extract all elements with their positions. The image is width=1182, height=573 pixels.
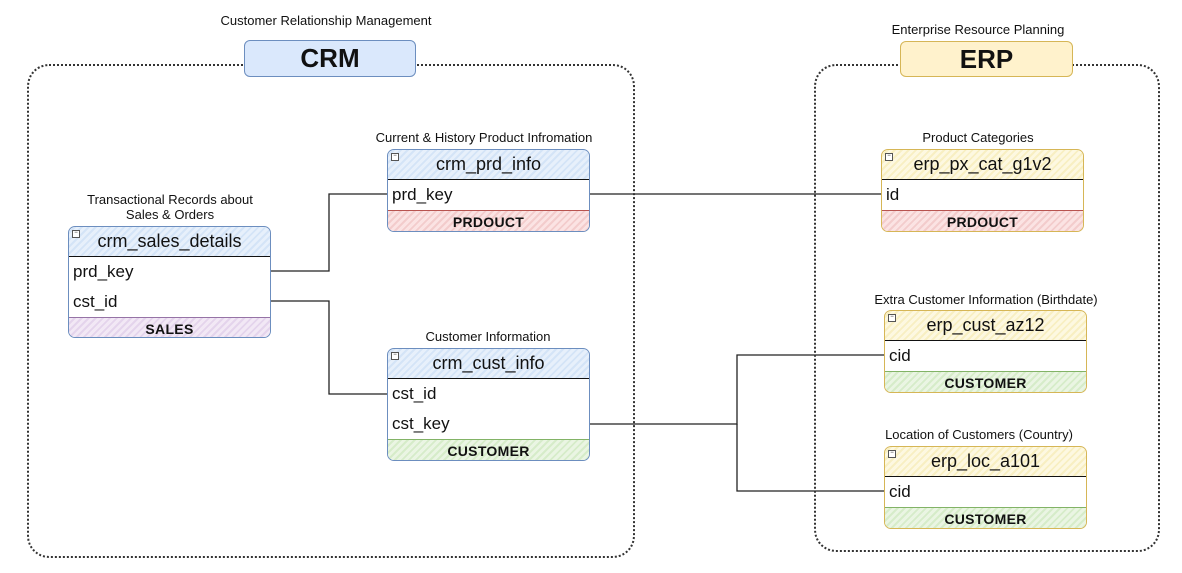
collapse-icon[interactable]: − — [72, 230, 80, 238]
table-name: crm_sales_details — [97, 231, 242, 251]
table-name: erp_cust_az12 — [926, 315, 1045, 335]
collapse-icon[interactable]: − — [391, 352, 399, 360]
link-sales-prd — [271, 193, 388, 272]
table-title: − crm_sales_details — [69, 227, 270, 257]
table-crm-sales-details[interactable]: − crm_sales_details prd_key cst_id SALES — [68, 226, 271, 338]
table-name: crm_cust_info — [432, 353, 545, 373]
table-name: erp_loc_a101 — [930, 451, 1041, 471]
sales-caption: Transactional Records about Sales & Orde… — [60, 192, 280, 222]
pxcat-caption: Product Categories — [922, 130, 1034, 145]
field-row[interactable]: cid — [889, 346, 911, 365]
crm-label: CRM — [300, 43, 360, 73]
prd-caption: Current & History Product Infromation — [375, 130, 593, 145]
field-row[interactable]: cid — [889, 482, 911, 501]
field-row[interactable]: id — [886, 185, 900, 204]
collapse-icon[interactable]: − — [391, 153, 399, 161]
field-row[interactable]: cst_id — [73, 292, 118, 311]
table-tag: CUSTOMER — [885, 507, 1086, 528]
collapse-icon[interactable]: − — [888, 450, 896, 458]
field-row[interactable]: prd_key — [73, 262, 134, 281]
link-cust-loc — [736, 424, 884, 492]
erp-caption: Enterprise Resource Planning — [891, 22, 1065, 37]
table-tag: CUSTOMER — [885, 371, 1086, 392]
table-name: crm_prd_info — [435, 154, 542, 174]
link-sales-cust — [271, 300, 388, 395]
field-row[interactable]: cst_id — [392, 384, 437, 403]
table-erp-cust-az12[interactable]: − erp_cust_az12 cid CUSTOMER — [884, 310, 1087, 393]
table-title: − crm_cust_info — [388, 349, 589, 379]
table-tag: PRDOUCT — [882, 210, 1083, 231]
sales-caption-line2: Sales & Orders — [125, 207, 215, 222]
table-erp-px-cat-g1v2[interactable]: − erp_px_cat_g1v2 id PRDOUCT — [881, 149, 1084, 232]
loc-caption: Location of Customers (Country) — [885, 427, 1073, 442]
table-erp-loc-a101[interactable]: − erp_loc_a101 cid CUSTOMER — [884, 446, 1087, 529]
custaz-caption: Extra Customer Information (Birthdate) — [874, 292, 1098, 307]
erp-label: ERP — [959, 43, 1014, 74]
erp-header: ERP — [900, 41, 1073, 77]
crm-header: CRM — [244, 40, 416, 77]
table-crm-cust-info[interactable]: − crm_cust_info cst_id cst_key CUSTOMER — [387, 348, 590, 461]
crm-caption: Customer Relationship Management — [220, 13, 432, 28]
table-title: − erp_px_cat_g1v2 — [882, 150, 1083, 180]
table-tag: SALES — [69, 317, 270, 337]
table-title: − erp_cust_az12 — [885, 311, 1086, 341]
table-crm-prd-info[interactable]: − crm_prd_info prd_key PRDOUCT — [387, 149, 590, 232]
sales-caption-line1: Transactional Records about — [87, 192, 253, 207]
table-name: erp_px_cat_g1v2 — [913, 154, 1052, 174]
field-row[interactable]: cst_key — [392, 414, 450, 433]
link-cust-custaz — [590, 354, 884, 425]
field-row[interactable]: prd_key — [392, 185, 453, 204]
table-title: − erp_loc_a101 — [885, 447, 1086, 477]
table-tag: PRDOUCT — [388, 210, 589, 231]
cust-caption: Customer Information — [425, 329, 551, 344]
collapse-icon[interactable]: − — [885, 153, 893, 161]
table-tag: CUSTOMER — [388, 439, 589, 460]
table-title: − crm_prd_info — [388, 150, 589, 180]
collapse-icon[interactable]: − — [888, 314, 896, 322]
